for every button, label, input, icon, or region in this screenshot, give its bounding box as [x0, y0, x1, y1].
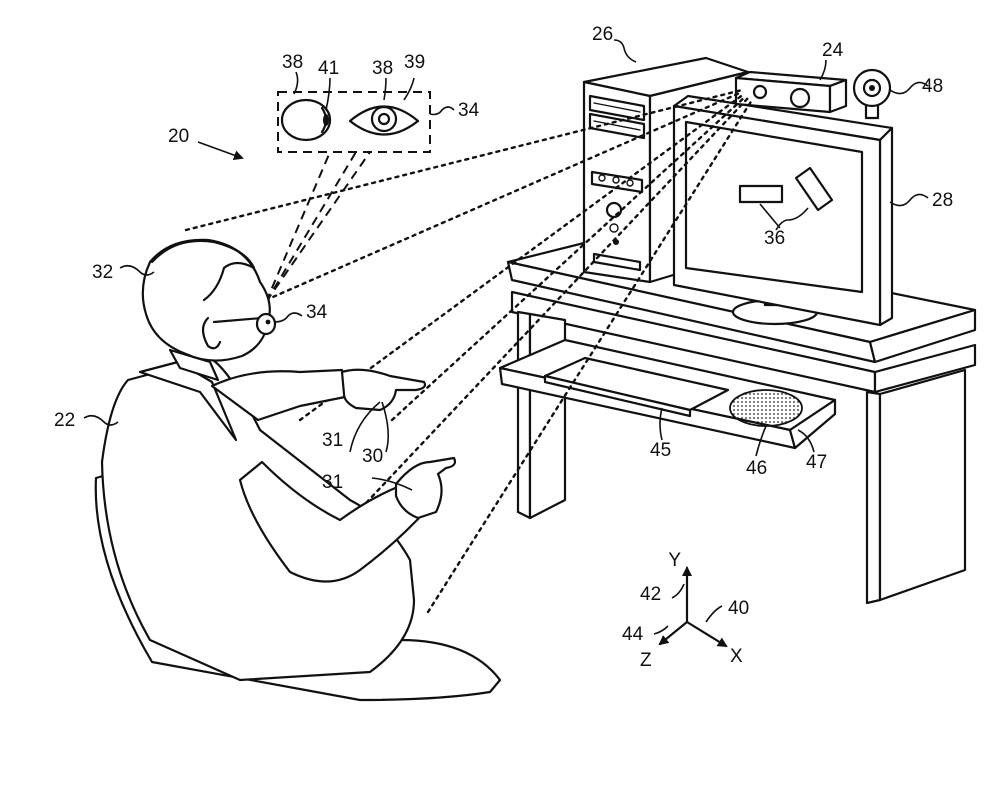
keyboard [543, 356, 730, 418]
monitor [672, 94, 894, 327]
axis-x-letter: X [730, 646, 743, 667]
axis-y-letter: Y [668, 550, 681, 571]
screen-item-tilted [794, 166, 834, 212]
x-axis-arrow [685, 620, 728, 648]
ref-48: 48 [922, 76, 943, 97]
ref-28: 28 [932, 190, 953, 211]
user-head [141, 238, 271, 362]
user-figure [94, 238, 502, 702]
eye-detail-inset [265, 91, 431, 303]
ref-46: 46 [746, 458, 767, 479]
ref-44: 44 [622, 624, 644, 645]
ref-20: 20 [168, 126, 189, 147]
ref-47: 47 [806, 452, 827, 473]
coordinate-axes: Y X Z [640, 550, 743, 671]
eye-side-view [280, 98, 332, 142]
leader-lines [83, 39, 929, 635]
ref-24: 24 [822, 40, 844, 61]
depth-sensor [734, 70, 848, 114]
screen-item-rectangle [738, 184, 784, 204]
reference-numerals: 20 22 24 26 28 30 31 31 32 34 34 36 38 3… [54, 24, 953, 645]
ref-41: 41 [318, 58, 339, 79]
ref-40: 40 [728, 598, 749, 619]
ref-32: 32 [92, 262, 113, 283]
ref-38-left: 38 [282, 52, 303, 73]
ref-45: 45 [650, 440, 671, 461]
ref-34-face: 34 [306, 302, 328, 323]
ref-22: 22 [54, 410, 75, 431]
ref-38-right: 38 [372, 58, 393, 79]
ref-30: 30 [362, 446, 383, 467]
ref-34-inset: 34 [458, 100, 480, 121]
mouse-pad [729, 389, 803, 427]
axis-z-letter: Z [640, 650, 652, 671]
ref-26: 26 [592, 24, 613, 45]
ref-36: 36 [764, 228, 785, 249]
webcam [852, 68, 892, 120]
ref-31-upper: 31 [322, 430, 343, 451]
ref-42: 42 [640, 584, 661, 605]
ref-39: 39 [404, 52, 425, 73]
ref-31-lower: 31 [322, 472, 343, 493]
sensing-rays [184, 88, 754, 614]
z-axis-arrow [658, 620, 689, 646]
